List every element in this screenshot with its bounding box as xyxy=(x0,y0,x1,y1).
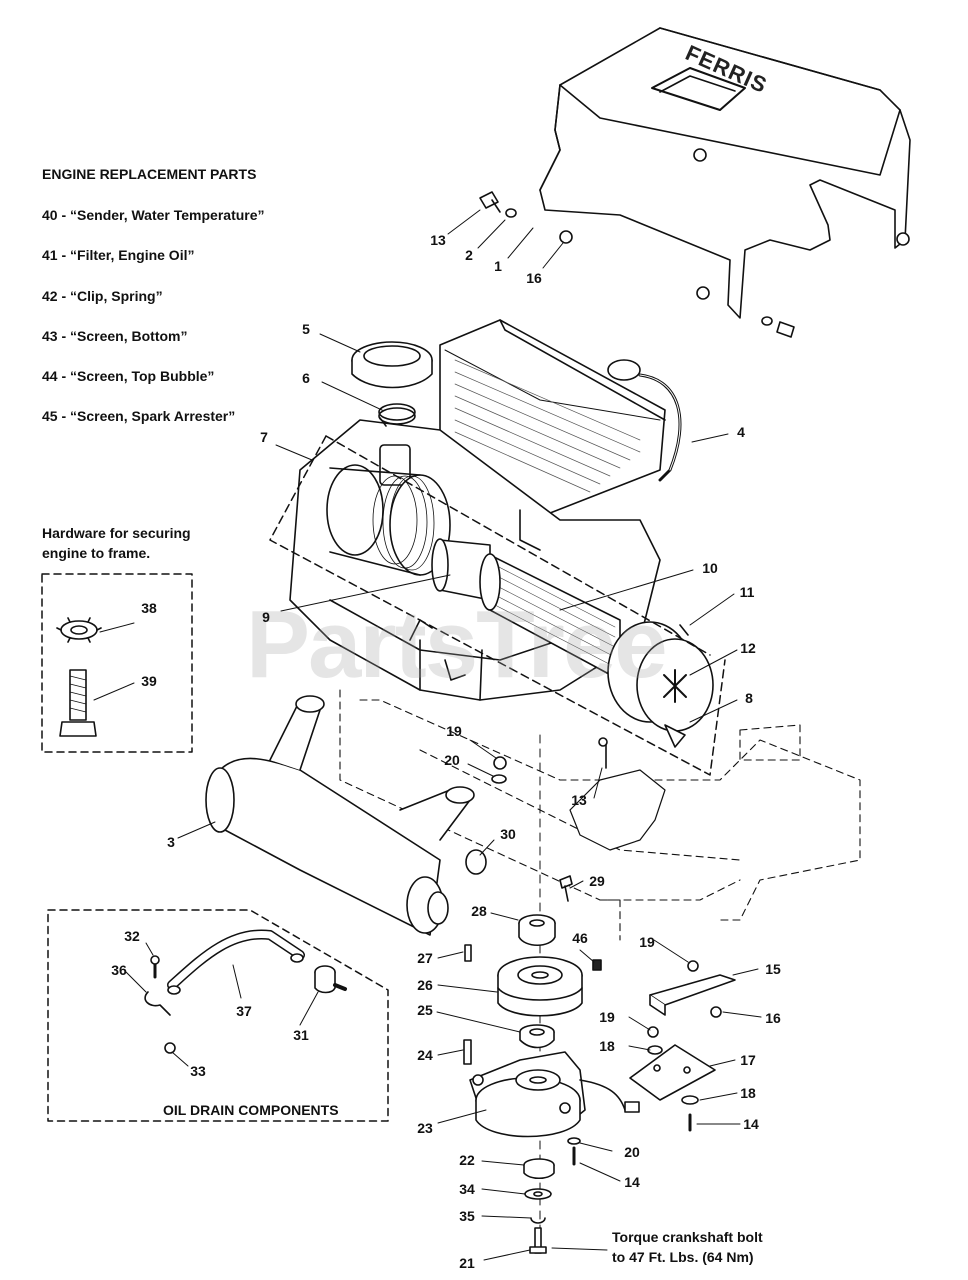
electric-clutch xyxy=(469,1051,640,1138)
callout-17: 17 xyxy=(740,1052,756,1068)
engine-part-45: 45 - “Screen, Spark Arrester” xyxy=(42,408,236,424)
callout-22: 22 xyxy=(459,1152,475,1168)
callout-29: 29 xyxy=(589,873,605,889)
engine-part-41: 41 - “Filter, Engine Oil” xyxy=(42,247,195,263)
callout-5: 5 xyxy=(302,321,310,337)
callout-24: 24 xyxy=(417,1047,433,1063)
engine-parts-heading: ENGINE REPLACEMENT PARTS xyxy=(42,166,257,182)
callout-19-top: 19 xyxy=(446,723,462,739)
callout-30: 30 xyxy=(500,826,516,842)
callout-31: 31 xyxy=(293,1027,309,1043)
callout-36: 36 xyxy=(111,962,127,978)
callout-3: 3 xyxy=(167,834,175,850)
watermark: PartsTree xyxy=(246,591,668,698)
callout-8: 8 xyxy=(745,690,753,706)
callout-18-lower: 18 xyxy=(740,1085,756,1101)
callout-21: 21 xyxy=(459,1255,475,1271)
radiator xyxy=(439,319,682,516)
callout-13-cover: 13 xyxy=(430,232,446,248)
callout-23: 23 xyxy=(417,1120,433,1136)
callout-6: 6 xyxy=(302,370,310,386)
engine-cover xyxy=(539,27,911,319)
callout-16-bracket: 16 xyxy=(765,1010,781,1026)
callout-26: 26 xyxy=(417,977,433,993)
spacer xyxy=(518,914,556,947)
callout-15: 15 xyxy=(765,961,781,977)
reservoir-cap xyxy=(351,341,433,389)
callout-1: 1 xyxy=(494,258,502,274)
callout-14-clutch: 14 xyxy=(624,1174,640,1190)
callout-35: 35 xyxy=(459,1208,475,1224)
hardware-box xyxy=(41,573,193,753)
oil-drain-box xyxy=(47,909,389,1122)
bracket-15 xyxy=(649,960,736,1018)
callout-11: 11 xyxy=(739,584,755,600)
callout-33: 33 xyxy=(190,1063,206,1079)
callout-37: 37 xyxy=(236,1003,252,1019)
callout-32: 32 xyxy=(124,928,140,944)
callout-20-clutch: 20 xyxy=(624,1144,640,1160)
callout-16-cover: 16 xyxy=(526,270,542,286)
callout-34: 34 xyxy=(459,1181,475,1197)
oil-drain-hose xyxy=(167,929,305,995)
hose-clamp xyxy=(378,403,416,427)
fasteners-upper xyxy=(465,737,608,902)
callout-46: 46 xyxy=(572,930,588,946)
callout-7: 7 xyxy=(260,429,268,445)
lock-washer-38 xyxy=(56,617,102,643)
hose-clip xyxy=(144,955,176,1054)
callout-19-bracket: 19 xyxy=(599,1009,615,1025)
callout-25: 25 xyxy=(417,1002,433,1018)
callout-12: 12 xyxy=(740,640,756,656)
leader-lines xyxy=(93,209,762,1261)
drain-valve xyxy=(314,965,347,994)
lower-hardware-stack xyxy=(523,1137,581,1254)
torque-note-line2: to 47 Ft. Lbs. (64 Nm) xyxy=(612,1249,754,1265)
engine-part-40: 40 - “Sender, Water Temperature” xyxy=(42,207,265,223)
washer-25 xyxy=(519,1024,555,1049)
callout-39: 39 xyxy=(141,673,157,689)
callout-10: 10 xyxy=(702,560,718,576)
cover-hardware xyxy=(479,191,795,338)
air-filter-assembly xyxy=(326,464,714,748)
frame-outline xyxy=(339,689,861,941)
hardware-note-line2: engine to frame. xyxy=(42,545,151,561)
hex-bolt-39 xyxy=(59,669,97,737)
hardware-note-line1: Hardware for securing xyxy=(42,525,191,541)
key-24 xyxy=(463,1039,472,1065)
callout-27: 27 xyxy=(417,950,433,966)
engine-part-44: 44 - “Screen, Top Bubble” xyxy=(42,368,215,384)
bracket-17 xyxy=(629,1026,716,1132)
callout-14-bracket: 14 xyxy=(743,1116,759,1132)
oil-drain-label: OIL DRAIN COMPONENTS xyxy=(163,1102,339,1118)
muffler xyxy=(205,695,475,936)
callout-9: 9 xyxy=(262,609,270,625)
callout-20-top: 20 xyxy=(444,752,460,768)
callout-28: 28 xyxy=(471,903,487,919)
key-27 xyxy=(464,944,472,962)
callout-2: 2 xyxy=(465,247,473,263)
torque-note-line1: Torque crankshaft bolt xyxy=(612,1229,763,1245)
callout-19-right: 19 xyxy=(639,934,655,950)
engine-part-42: 42 - “Clip, Spring” xyxy=(42,288,163,304)
callout-4: 4 xyxy=(737,424,745,440)
mounting-plate xyxy=(569,769,666,851)
callout-18-upper: 18 xyxy=(599,1038,615,1054)
air-filter-outline xyxy=(269,435,726,776)
callout-38: 38 xyxy=(141,600,157,616)
pulley xyxy=(497,956,602,1017)
engine-part-43: 43 - “Screen, Bottom” xyxy=(42,328,188,344)
callout-13-plate: 13 xyxy=(571,792,587,808)
